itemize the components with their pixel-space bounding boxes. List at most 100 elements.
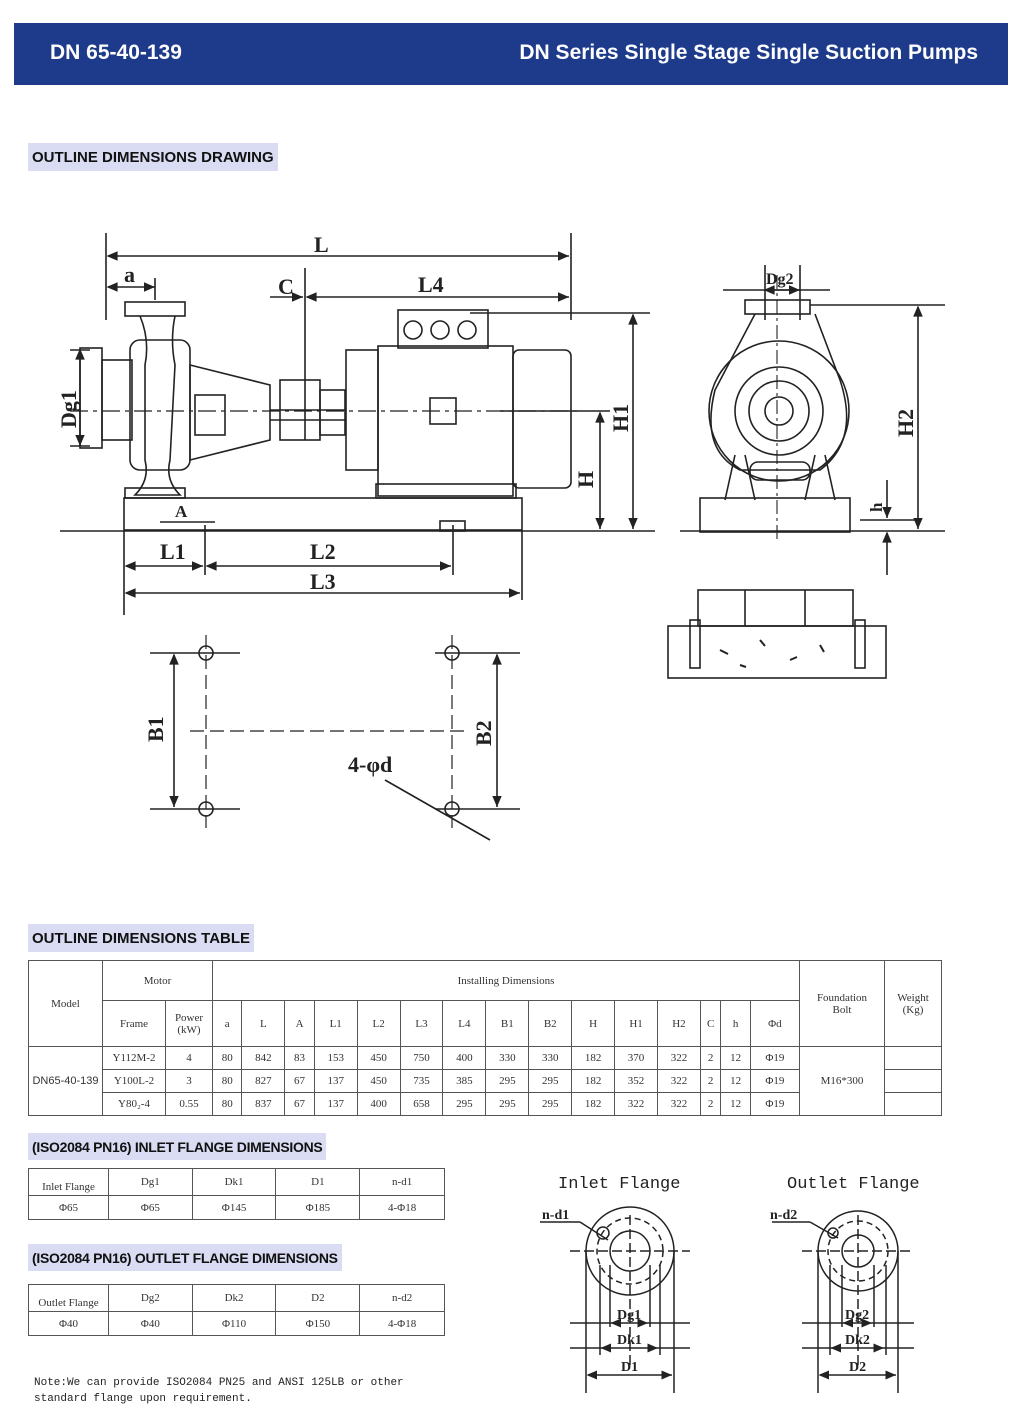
inlet_table-header: Dk1 <box>191 1168 277 1196</box>
model-header: Model <box>28 960 103 1047</box>
frame-cell: Y80₂-4 <box>102 1092 166 1116</box>
inlet_table-header: D1 <box>275 1168 361 1196</box>
label-holes: 4-φd <box>348 752 392 777</box>
dim-cell: 658 <box>399 1092 444 1116</box>
label-B1: B1 <box>143 716 168 742</box>
dim-cell: 12 <box>720 1092 751 1116</box>
dim-header: C <box>699 1000 722 1047</box>
dim-header: a <box>211 1000 243 1047</box>
dim-header: H2 <box>657 1000 701 1047</box>
label-A: A <box>175 502 188 521</box>
dim-header: A <box>284 1000 315 1047</box>
weight-cell <box>884 1069 942 1093</box>
outline-drawing: L a C L4 A L1 L2 L3 Dg2 4-φd Dg1 H1 H H2… <box>56 232 945 841</box>
dim-cell: 295 <box>528 1092 573 1116</box>
outlet_table-value: Φ150 <box>275 1311 361 1336</box>
installing-header: Installing Dimensions <box>212 960 800 1001</box>
dim-cell: 322 <box>614 1092 658 1116</box>
weight-cell <box>884 1092 942 1116</box>
label-H: H <box>573 471 598 488</box>
label-a: a <box>124 262 135 287</box>
power-cell: 0.55 <box>165 1092 213 1116</box>
dim-cell: 2 <box>699 1092 722 1116</box>
dim-cell: 750 <box>399 1046 444 1070</box>
dim-cell: 827 <box>241 1069 286 1093</box>
outlet_table-value: Φ40 <box>107 1311 193 1336</box>
outlet-flange-title: Outlet Flange <box>787 1175 920 1194</box>
section-drawing-title: OUTLINE DIMENSIONS DRAWING <box>28 143 278 171</box>
outlet-dg-label: Dg2 <box>845 1308 869 1323</box>
label-H2: H2 <box>893 409 918 437</box>
outlet-d-label: D2 <box>849 1360 866 1375</box>
weight-header: Weight(Kg) <box>884 960 942 1047</box>
inlet-flange-title: Inlet Flange <box>558 1175 681 1194</box>
label-C: C <box>278 274 294 299</box>
dim-cell: 295 <box>485 1069 530 1093</box>
inlet_table-value: Φ145 <box>191 1195 277 1220</box>
dim-cell: 842 <box>241 1046 286 1070</box>
outlet-nd-label: n-d2 <box>770 1208 797 1223</box>
dim-cell: Φ19 <box>749 1069 801 1093</box>
outlet_table-value: Φ40 <box>28 1311 109 1336</box>
dim-cell: 735 <box>399 1069 444 1093</box>
foundation-bolt-cell: M16*300 <box>799 1046 885 1116</box>
dim-cell: 295 <box>442 1092 487 1116</box>
flange-drawings: n-d1 Dg1 Dk1 D1 n-d2 Dg2 Dk2 D2 <box>540 1206 914 1393</box>
dim-header: h <box>720 1000 751 1047</box>
dim-header: Φd <box>749 1000 801 1047</box>
label-L2: L2 <box>310 539 336 564</box>
section-outlet-title: (ISO2084 PN16) OUTLET FLANGE DIMENSIONS <box>28 1244 342 1271</box>
outlet_table-header: Dg2 <box>107 1284 193 1312</box>
weight-cell <box>884 1046 942 1070</box>
dim-cell: 67 <box>284 1092 315 1116</box>
dim-cell: 153 <box>313 1046 358 1070</box>
dim-cell: 80 <box>211 1046 243 1070</box>
dim-cell: 137 <box>313 1069 358 1093</box>
dim-cell: 295 <box>528 1069 573 1093</box>
dim-header: H <box>571 1000 616 1047</box>
inlet-nd-label: n-d1 <box>542 1208 569 1223</box>
inlet-dk-label: Dk1 <box>617 1333 642 1348</box>
dim-cell: 2 <box>699 1069 722 1093</box>
inlet_table-value: Φ65 <box>28 1195 109 1220</box>
label-h: h <box>867 502 886 512</box>
dim-cell: Φ19 <box>749 1046 801 1070</box>
dim-cell: 137 <box>313 1092 358 1116</box>
outlet-dk-label: Dk2 <box>845 1333 870 1348</box>
dim-cell: 12 <box>720 1069 751 1093</box>
label-L1: L1 <box>160 539 186 564</box>
dim-header: H1 <box>614 1000 658 1047</box>
dim-cell: 385 <box>442 1069 487 1093</box>
dim-cell: 330 <box>485 1046 530 1070</box>
dim-cell: 2 <box>699 1046 722 1070</box>
page-header: DN 65-40-139 DN Series Single Stage Sing… <box>14 23 1008 85</box>
dim-cell: 67 <box>284 1069 315 1093</box>
label-L3: L3 <box>310 569 336 594</box>
dim-cell: 83 <box>284 1046 315 1070</box>
inlet_table-header: Inlet Flange <box>28 1168 109 1196</box>
inlet-d-label: D1 <box>621 1360 638 1375</box>
outlet_table-value: 4-Φ18 <box>359 1311 445 1336</box>
dim-header: B1 <box>485 1000 530 1047</box>
outlet_table-value: Φ110 <box>191 1311 277 1336</box>
dim-header: L2 <box>356 1000 401 1047</box>
section-table-title: OUTLINE DIMENSIONS TABLE <box>28 924 255 952</box>
dim-cell: 80 <box>211 1069 243 1093</box>
dim-cell: 295 <box>485 1092 530 1116</box>
frame-cell: Y112M-2 <box>102 1046 166 1070</box>
dim-cell: 450 <box>356 1046 401 1070</box>
dim-cell: 322 <box>657 1069 701 1093</box>
dim-cell: 400 <box>356 1092 401 1116</box>
dim-cell: Φ19 <box>749 1092 801 1116</box>
dim-cell: 322 <box>657 1046 701 1070</box>
dim-header: L3 <box>399 1000 444 1047</box>
dim-cell: 182 <box>571 1046 616 1070</box>
dim-cell: 182 <box>571 1092 616 1116</box>
dim-cell: 352 <box>614 1069 658 1093</box>
